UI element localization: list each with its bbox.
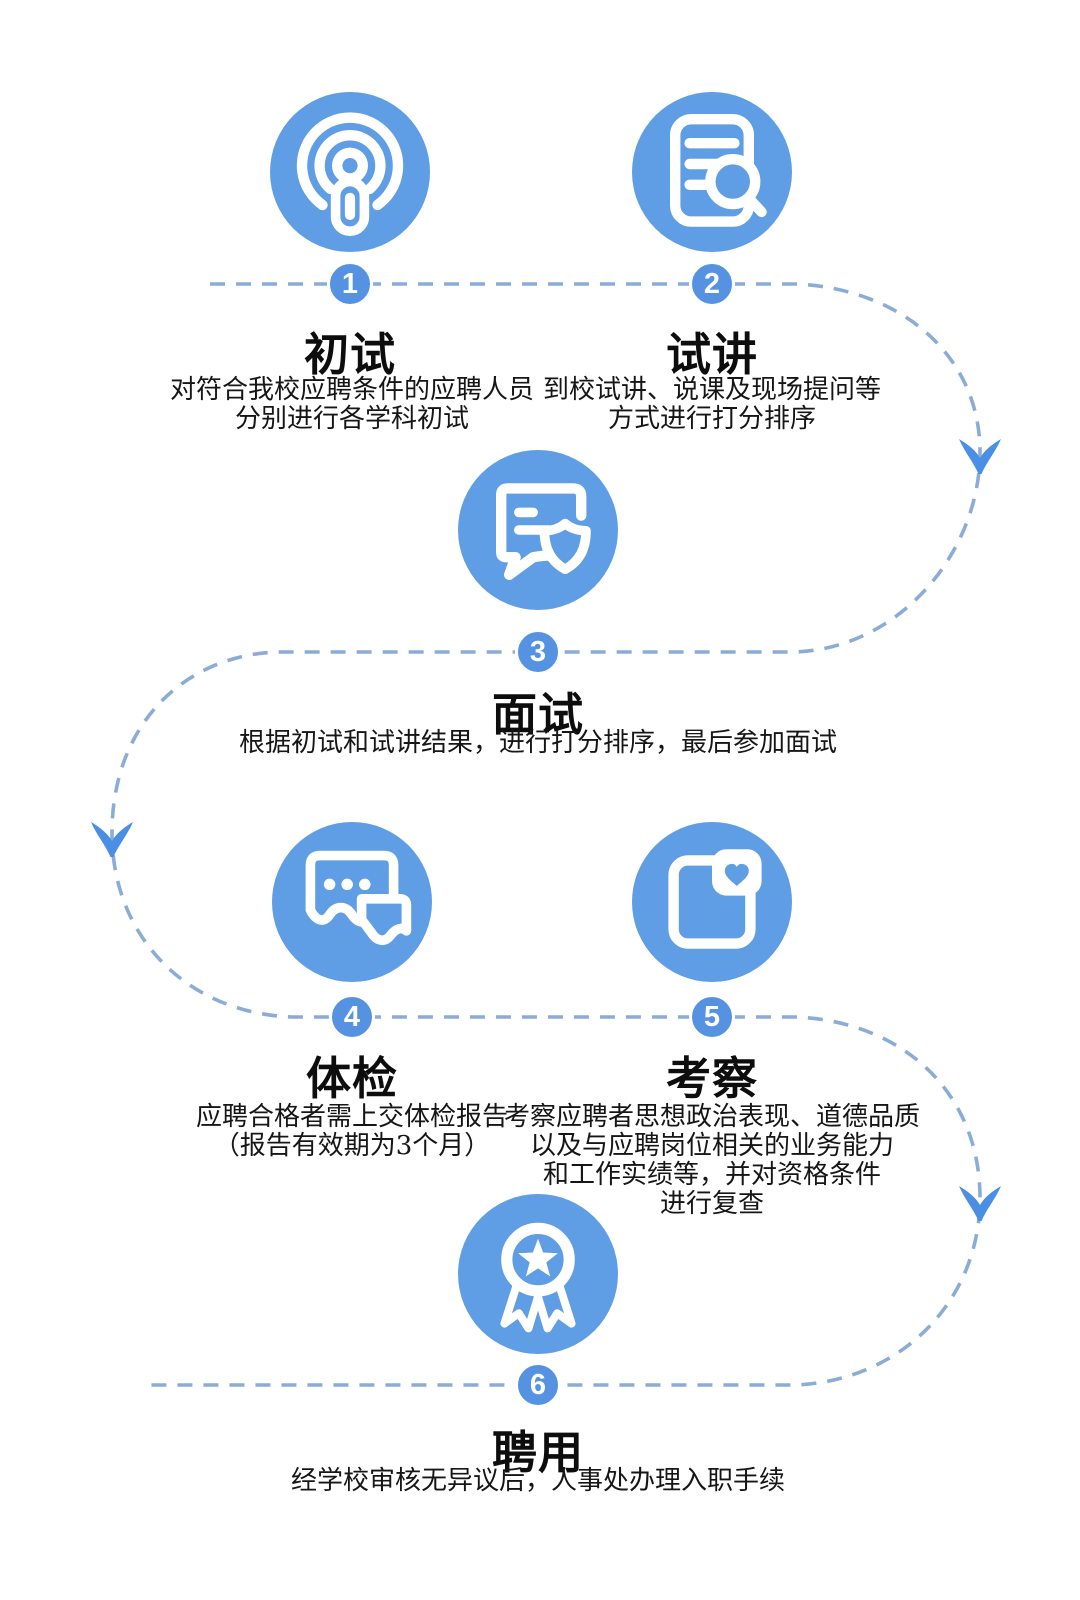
step-3-number-badge: 3	[515, 629, 561, 675]
dashed-flow-line	[110, 282, 982, 1387]
step-1-number-badge: 1	[327, 261, 373, 307]
step-5-description: 考察应聘者思想政治表现、道德品质 以及与应聘岗位相关的业务能力 和工作实绩等，并…	[503, 1102, 920, 1219]
step-number: 1	[341, 267, 359, 300]
podcast-icon	[270, 92, 430, 252]
arrow-down-icon	[959, 1186, 1001, 1221]
document-search-icon	[632, 92, 792, 252]
step-6-number-badge: 6	[515, 1362, 561, 1408]
chat-shield-icon	[458, 450, 618, 610]
step-1-description: 对符合我校应聘条件的应聘人员 分别进行各学科初试	[169, 375, 534, 434]
step-number: 4	[343, 1000, 361, 1033]
step-6-icon-circle	[458, 1194, 618, 1354]
step-4-description: 应聘合格者需上交体检报告 （报告有效期为3个月）	[195, 1102, 508, 1161]
chat-bubbles-icon	[272, 822, 432, 982]
step-4-number-badge: 4	[329, 994, 375, 1040]
step-6-title: 聘用	[491, 1426, 584, 1479]
step-4-icon-circle	[272, 822, 432, 982]
medal-star-icon	[458, 1194, 618, 1354]
heart-box-icon	[632, 822, 792, 982]
step-3-description: 根据初试和试讲结果，进行打分排序，最后参加面试	[238, 728, 837, 758]
step-number: 5	[703, 1000, 721, 1033]
step-1-title: 初试	[303, 328, 396, 381]
step-number: 6	[529, 1368, 547, 1401]
step-2-title: 试讲	[665, 328, 758, 381]
step-4-title: 体检	[305, 1052, 398, 1105]
step-3-icon-circle	[458, 450, 618, 610]
step-3-title: 面试	[491, 688, 584, 741]
step-5-icon-circle	[632, 822, 792, 982]
step-6-description: 经学校审核无异议后，人事处办理入职手续	[290, 1466, 785, 1496]
step-2-number-badge: 2	[689, 261, 735, 307]
step-2-description: 到校试讲、说课及现场提问等 方式进行打分排序	[542, 375, 881, 434]
step-number: 2	[703, 267, 721, 300]
step-1-icon-circle	[270, 92, 430, 252]
step-5-title: 考察	[665, 1052, 758, 1105]
step-number: 3	[529, 635, 547, 668]
arrow-down-icon	[91, 822, 133, 857]
step-2-icon-circle	[632, 92, 792, 252]
arrow-down-icon	[959, 439, 1001, 474]
step-5-number-badge: 5	[689, 994, 735, 1040]
